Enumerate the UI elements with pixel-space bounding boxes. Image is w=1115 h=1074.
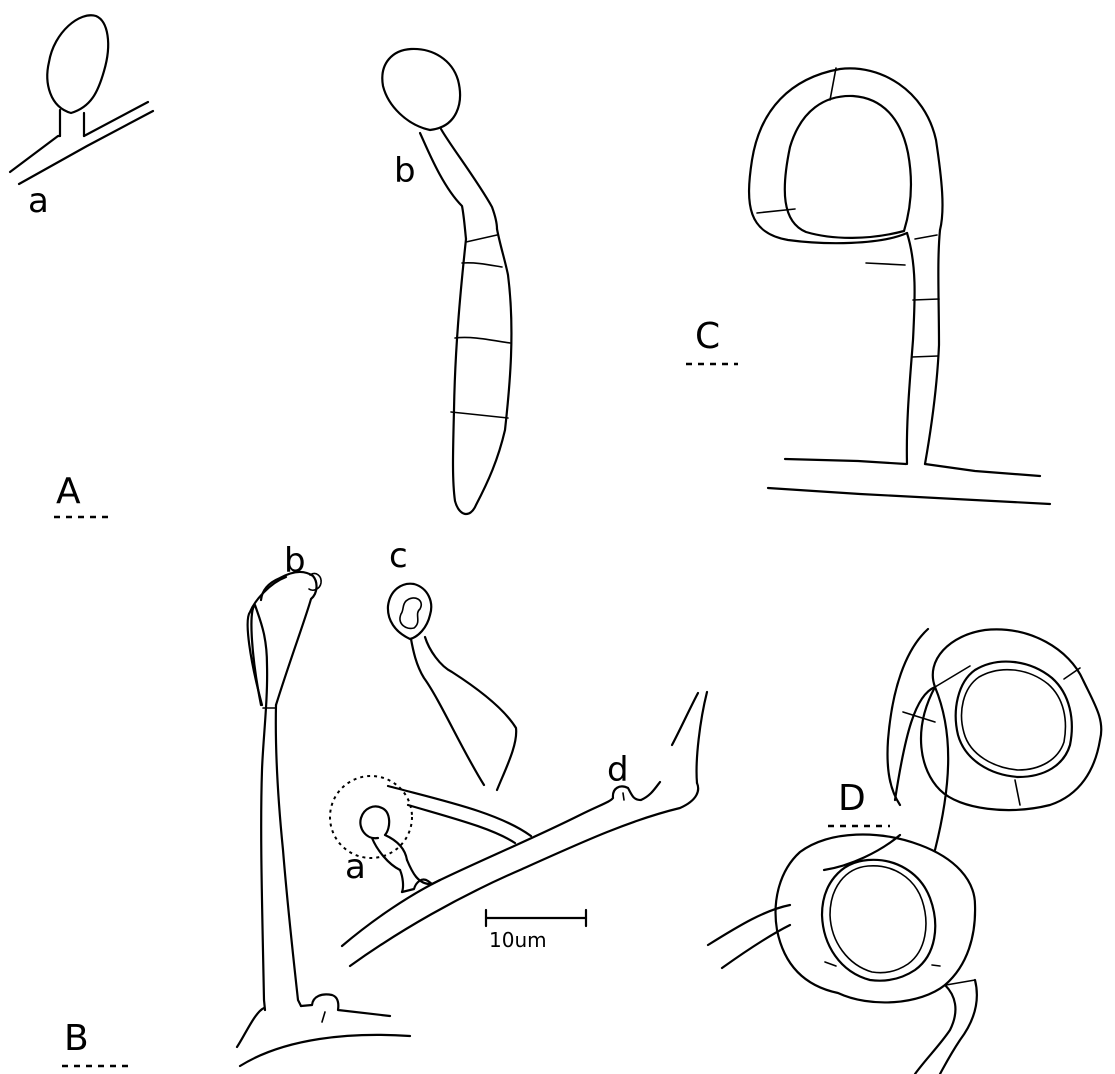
panel-a-part-a-drawing	[10, 15, 153, 184]
panel-a-part-b-label: b	[394, 151, 416, 191]
panel-b-main-hypha-drawing	[342, 692, 707, 966]
panel-b-part-c-label: c	[389, 536, 408, 576]
panel-c-label: C	[695, 316, 720, 357]
panel-c-drawing	[749, 68, 1050, 504]
panel-b-part-b-label: b	[284, 541, 306, 581]
panel-d-label: D	[838, 778, 866, 819]
panel-b-label: B	[64, 1018, 89, 1059]
panel-a-part-b-drawing	[382, 49, 511, 514]
panel-a-label: A	[56, 471, 81, 512]
panel-b-part-d-label: d	[607, 750, 629, 790]
panel-a-part-a-label: a	[28, 181, 49, 221]
panel-b-part-c-drawing	[388, 584, 531, 843]
panel-b-part-b-drawing	[237, 572, 410, 1066]
scale-bar	[486, 910, 586, 926]
scale-bar-label: 10um	[489, 928, 547, 952]
panel-d-drawing	[708, 629, 1101, 1074]
panel-b-part-a-label: a	[345, 847, 366, 887]
